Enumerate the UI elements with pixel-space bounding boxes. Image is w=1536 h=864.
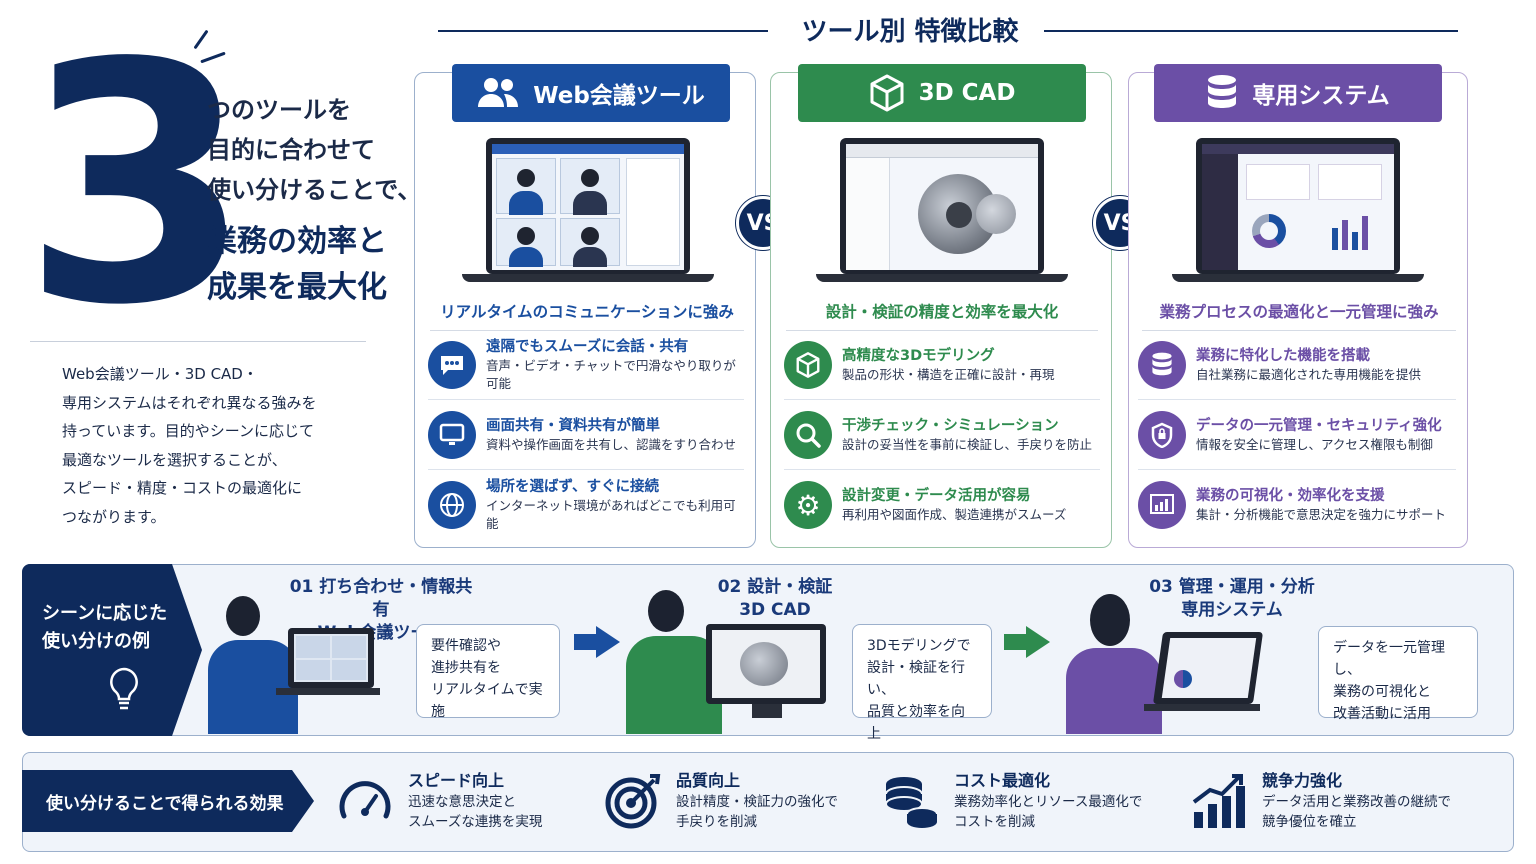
chat-icon — [428, 340, 476, 389]
scene-step-2-title: 02 設計・検証 3D CAD — [717, 577, 833, 620]
feature-item: 業務に特化した機能を搭載自社業務に最適化された専用機能を提供 — [1138, 330, 1456, 400]
hero-emphasis-2: 成果を最大化 — [207, 270, 387, 305]
scene-step-2-bubble: 3Dモデリングで 設計・検証を行い、 品質と効率を向上 — [852, 624, 992, 742]
scene-step-3-title: 03 管理・運用・分析 専用システム — [1149, 577, 1315, 620]
title-rule — [1044, 30, 1458, 32]
feature-item: 高精度な3Dモデリング製品の形状・構造を正確に設計・再現 — [784, 330, 1100, 400]
coins-icon — [885, 777, 938, 828]
hero-number: 3 — [22, 0, 252, 377]
laptop-web — [462, 138, 714, 284]
gear-icon: ⚙ — [784, 481, 832, 529]
cube-icon — [870, 74, 904, 112]
tool-header-system: 専用システム — [1154, 64, 1442, 122]
tool-header-web: Web会議ツール — [452, 64, 730, 122]
shield-icon — [1138, 410, 1186, 459]
search-icon — [784, 410, 832, 459]
target-icon — [605, 774, 661, 829]
users-icon — [478, 78, 519, 107]
chart-icon — [1138, 481, 1186, 529]
feature-item: 業務の可視化・効率化を支援集計・分析機能で意思決定を強力にサポート — [1138, 470, 1456, 540]
database-icon — [1208, 75, 1237, 108]
effect-speed: スピード向上迅速な意思決定とスムーズな連携を実現 — [336, 770, 542, 832]
monitor-icon — [428, 410, 476, 459]
feature-item: 場所を選ばず、すぐに接続インターネット環境があればどこでも利用可能 — [428, 470, 744, 540]
database-icon — [1138, 340, 1186, 389]
feature-list-system: 業務に特化した機能を搭載自社業務に最適化された専用機能を提供 データの一元管理・… — [1138, 330, 1456, 540]
title-rule — [438, 30, 768, 32]
divider — [30, 341, 366, 342]
feature-item: 干渉チェック・シミュレーション設計の妥当性を事前に検証し、手戻りを防止 — [784, 400, 1100, 470]
feature-list-cad: 高精度な3Dモデリング製品の形状・構造を正確に設計・再現 干渉チェック・シミュレ… — [784, 330, 1100, 540]
feature-list-web: 遠隔でもスムーズに会話・共有音声・ビデオ・チャットで円滑なやり取りが可能 画面共… — [428, 330, 744, 540]
hero-line-1: つのツールを — [207, 96, 351, 124]
section-title: ツール別 特徴比較 — [801, 17, 1019, 47]
growth-chart-icon — [1192, 774, 1245, 828]
laptop-system — [1172, 138, 1424, 284]
effect-cost: コスト最適化業務効率化とリソース最適化でコストを削減 — [882, 770, 1142, 832]
effect-competitiveness: 競争力強化データ活用と業務改善の継続で競争優位を確立 — [1190, 770, 1451, 832]
hero-line-3: 使い分けることで、 — [207, 176, 422, 204]
feature-item: ⚙ 設計変更・データ活用が容易再利用や図面作成、製造連携がスムーズ — [784, 470, 1100, 540]
tool-header-cad: 3D CAD — [798, 64, 1086, 122]
intro-text: Web会議ツール・3D CAD・ 専用システムはそれぞれ異なる強みを 持っていま… — [62, 365, 317, 526]
person-web-meeting — [204, 588, 380, 734]
arrow-right-icon — [574, 634, 596, 650]
lightbulb-icon — [110, 667, 138, 710]
hero-line-2: 目的に合わせて — [207, 136, 375, 164]
effects-label: 使い分けることで得られる効果 — [22, 770, 314, 832]
hero-emphasis-1: 業務の効率と — [207, 224, 387, 259]
globe-icon — [428, 481, 476, 529]
feature-item: 遠隔でもスムーズに会話・共有音声・ビデオ・チャットで円滑なやり取りが可能 — [428, 330, 744, 400]
tool-tagline-system: 業務プロセスの最適化と一元管理に強み — [1142, 300, 1456, 331]
scene-step-3-bubble: データを一元管理し、 業務の可視化と 改善活動に活用 — [1318, 626, 1478, 722]
effect-quality: 品質向上設計精度・検証力の強化で手戻りを削減 — [604, 770, 838, 832]
arrow-right-icon — [1004, 634, 1026, 650]
scene-step-1-bubble: 要件確認や 進捗共有を リアルタイムで実施 — [416, 624, 560, 720]
speedometer-icon — [339, 781, 391, 819]
person-cad — [622, 588, 832, 734]
person-system — [1062, 592, 1264, 734]
scene-label: シーンに応じた 使い分けの例 — [22, 564, 202, 736]
tool-tagline-web: リアルタイムのコミュニケーションに強み — [430, 300, 744, 331]
cube-icon — [784, 340, 832, 389]
feature-item: 画面共有・資料共有が簡単資料や操作画面を共有し、認識をすり合わせ — [428, 400, 744, 470]
feature-item: データの一元管理・セキュリティ強化情報を安全に管理し、アクセス権限も制御 — [1138, 400, 1456, 470]
laptop-cad — [816, 138, 1068, 284]
arrow-right-icon — [1026, 626, 1050, 658]
tool-tagline-cad: 設計・検証の精度と効率を最大化 — [786, 300, 1098, 331]
arrow-right-icon — [596, 626, 620, 658]
